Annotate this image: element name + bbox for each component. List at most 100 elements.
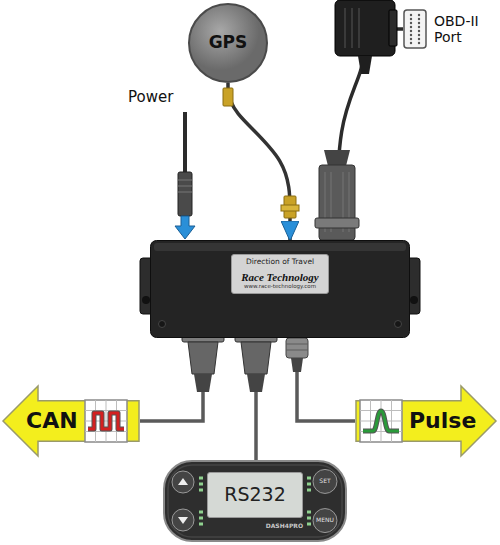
obd-plug-body — [335, 0, 395, 56]
dsub-connector — [319, 165, 355, 240]
pulse-signal-icon — [359, 399, 403, 443]
node-text: www.race-technology.com — [244, 283, 316, 289]
shift-led — [307, 489, 311, 492]
nav-button — [172, 509, 194, 531]
icon-grid — [360, 400, 402, 442]
obd-port-icon — [403, 9, 427, 49]
dsub-connector — [188, 342, 218, 374]
port-pin — [418, 34, 420, 36]
sma-nut — [281, 205, 299, 211]
shift-led — [199, 511, 203, 514]
shift-led — [307, 477, 311, 480]
menu-button — [313, 469, 337, 493]
wave — [363, 411, 399, 431]
node-text: Race Technology — [241, 271, 319, 284]
icon-frame — [85, 400, 127, 442]
node-text: MENU — [316, 517, 334, 524]
node-content: OBD-II Port — [403, 6, 497, 52]
yellow-arrow — [356, 386, 496, 456]
dsub-connector — [241, 342, 271, 374]
port-pin — [410, 14, 412, 16]
mounting-hole — [142, 296, 150, 304]
node-text: RS232 — [224, 484, 286, 506]
dsub-flange — [315, 218, 359, 228]
shift-led — [199, 489, 203, 492]
icon-grid — [360, 400, 402, 442]
logger-housing — [151, 241, 410, 338]
icon-grid — [85, 400, 127, 442]
nav-triangle — [178, 478, 188, 485]
button-column: SET MENU — [303, 460, 347, 542]
obd-port: OBD-II Port — [403, 6, 497, 52]
port-pin — [410, 22, 412, 24]
port-outline — [404, 10, 426, 48]
port-pin — [410, 34, 412, 36]
port-pin — [418, 30, 420, 32]
label-holder: Power — [128, 89, 173, 106]
node-text: Pulse — [409, 408, 476, 433]
dsub-boot — [324, 150, 350, 166]
housing-screw — [159, 321, 166, 328]
node-text: OBD-II Port — [434, 13, 492, 45]
nav-triangle — [178, 517, 188, 524]
gps-antenna: GPS — [188, 3, 268, 83]
sma-connector — [223, 88, 233, 106]
icon-frame — [360, 400, 402, 442]
menu-button — [313, 509, 337, 533]
data-logger: Direction of TravelRace Technologywww.ra… — [150, 240, 410, 338]
port-pin — [418, 22, 420, 24]
lcd-screen: RS232 — [207, 472, 303, 518]
node-content: CAN — [2, 385, 140, 457]
wave — [88, 413, 124, 429]
icon-grid — [85, 400, 127, 442]
node-content: RS232DASH4PROSETMENU — [163, 460, 347, 542]
port-pin — [410, 42, 412, 44]
wave-outline — [363, 411, 399, 431]
shift-led — [307, 483, 311, 486]
node-text: SET — [319, 478, 330, 485]
shift-led — [199, 477, 203, 480]
yellow-arrow — [3, 386, 139, 456]
display-bezel — [164, 461, 346, 541]
can-signal-icon — [84, 399, 128, 443]
dsub-boot — [247, 374, 265, 392]
strain-relief — [358, 56, 372, 74]
port-pin — [418, 42, 420, 44]
nav-button — [172, 471, 194, 493]
can-output-arrow: CAN — [2, 385, 140, 457]
port-pin — [410, 26, 412, 28]
obd-plug-face — [389, 10, 397, 46]
connector-rings — [286, 344, 308, 350]
cable — [228, 83, 290, 240]
icon-grid — [360, 400, 402, 442]
node-content: Pulse — [355, 385, 497, 457]
shift-led — [307, 523, 311, 526]
cable-label: Power — [128, 89, 173, 106]
dsub-boot — [194, 374, 212, 392]
wave-outline — [88, 413, 124, 429]
port-pin — [410, 18, 412, 20]
icon-grid — [85, 400, 127, 442]
port-pin — [418, 14, 420, 16]
gps-dome — [189, 4, 267, 82]
button-column — [163, 460, 207, 542]
shift-led — [199, 523, 203, 526]
port-pin — [410, 38, 412, 40]
power-cable — [183, 112, 187, 180]
mounting-hole — [410, 296, 418, 304]
pulse-output-arrow: Pulse — [355, 385, 497, 457]
plug-ridges — [345, 8, 359, 48]
plug-rings — [178, 180, 192, 192]
shift-led — [307, 511, 311, 514]
power-plug — [178, 172, 192, 216]
round-connector — [286, 338, 308, 358]
node-text: Direction of Travel — [246, 258, 314, 267]
shift-led — [307, 517, 311, 520]
bezel-ring — [168, 465, 342, 537]
housing-screw — [395, 321, 402, 328]
dash4pro-display: RS232DASH4PROSETMENU — [163, 460, 347, 542]
node-text: GPS — [209, 33, 248, 53]
port-pin — [418, 18, 420, 20]
shift-led — [199, 517, 203, 520]
